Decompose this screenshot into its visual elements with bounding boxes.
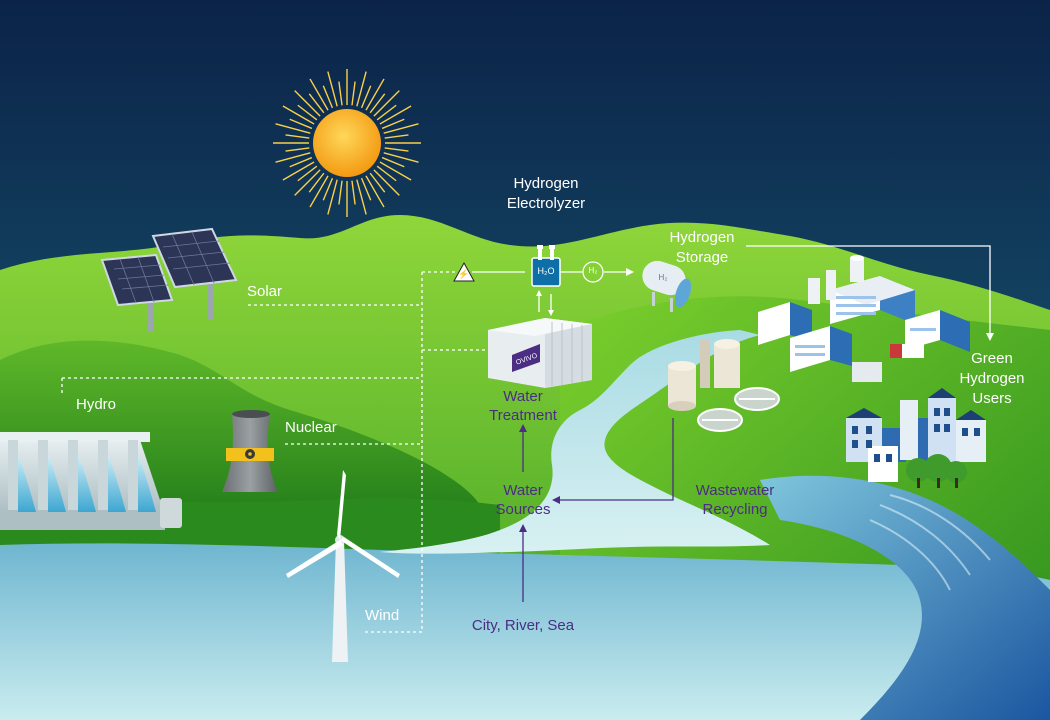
label-solar: Solar	[247, 283, 283, 300]
label-electrolyzer-2: Electrolyzer	[506, 195, 586, 212]
industrial-buildings-icon	[758, 255, 970, 382]
label-water-treatment-1: Water	[503, 388, 543, 405]
label-nuclear: Nuclear	[285, 419, 337, 436]
hydrogen-tank-icon	[642, 260, 692, 312]
solar-panels-icon	[100, 227, 238, 332]
high-voltage-symbol: ⚡	[458, 269, 470, 279]
label-water-sources-1: Water	[503, 482, 543, 499]
sun-icon	[273, 69, 421, 217]
river-mouth	[760, 475, 1050, 720]
flow-arrows	[472, 245, 991, 335]
label-water-treatment-2: Treatment	[489, 407, 557, 424]
label-users-3: Users	[972, 390, 1012, 407]
water-arrows	[522, 418, 674, 602]
electrolyzer-links	[538, 294, 552, 312]
wastewater-plant-icon	[668, 339, 780, 432]
electrolyzer-link-heads	[536, 290, 554, 316]
h2-bubble-text: H₂	[588, 266, 598, 275]
label-hydro: Hydro	[76, 396, 117, 413]
label-wastewater-2: Recycling	[702, 501, 768, 518]
label-water-sources-2: Sources	[495, 501, 551, 518]
electrolyzer-h2o-text: H₂O	[537, 266, 555, 276]
city-buildings-icon	[846, 388, 986, 488]
sea	[0, 543, 1050, 720]
river-waves	[869, 494, 991, 591]
h2-bubble-icon	[582, 261, 604, 283]
hydro-dam-icon	[0, 432, 182, 530]
label-city-river-sea: City, River, Sea	[471, 617, 575, 634]
label-storage-1: Hydrogen	[669, 229, 735, 246]
label-users-1: Green	[971, 350, 1013, 367]
electrolyzer-icon	[531, 245, 561, 287]
label-users-2: Hydrogen	[959, 370, 1025, 387]
arrowheads	[626, 268, 994, 341]
tank-h2-text: H₂	[658, 273, 668, 282]
wind-turbine-icon	[286, 470, 400, 662]
water-arrowheads	[519, 424, 560, 532]
high-voltage-icon	[453, 261, 475, 282]
water-treatment-container-icon	[488, 318, 592, 388]
label-electrolyzer-1: Hydrogen	[513, 175, 579, 192]
connector-lines	[61, 271, 488, 633]
label-wind: Wind	[365, 607, 400, 624]
nuclear-tower-icon	[222, 410, 278, 492]
label-storage-2: Storage	[675, 249, 729, 266]
label-wastewater-1: Wastewater	[695, 482, 775, 499]
